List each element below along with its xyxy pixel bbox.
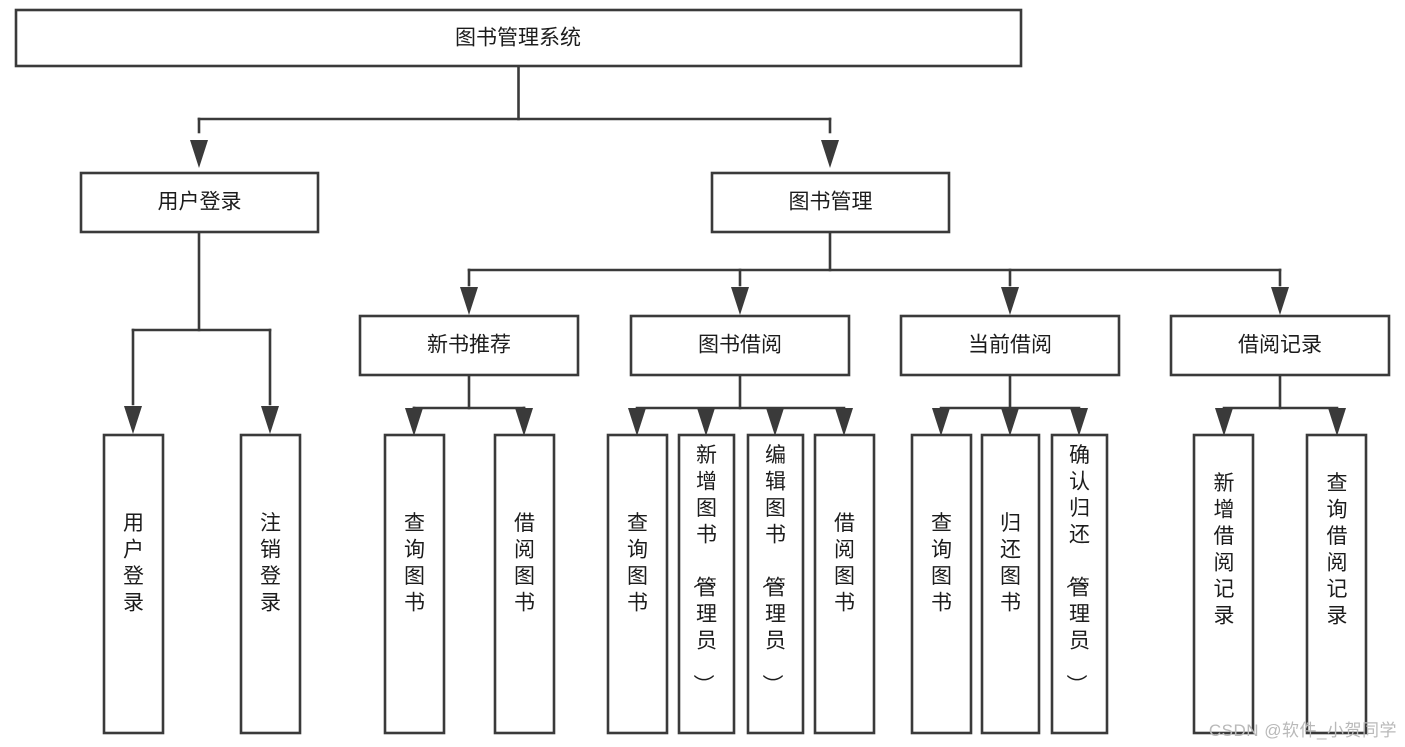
arrow-to-leaf-query-record: [1328, 408, 1346, 436]
node-leaf-add-record[interactable]: 新增借阅记录: [1192, 433, 1255, 735]
node-leaf-query-book-2[interactable]: 查询图书: [606, 433, 669, 735]
node-leaf-add-book-box[interactable]: [677, 433, 736, 735]
node-leaf-query-record[interactable]: 查询借阅记录: [1305, 433, 1368, 735]
node-book-management-box[interactable]: [710, 171, 951, 234]
node-leaf-borrow-book-2[interactable]: 借阅图书: [813, 433, 876, 735]
node-leaf-query-book-2-box[interactable]: [606, 433, 669, 735]
node-leaf-borrow-book-1-label: 借阅图书: [514, 512, 535, 615]
node-current-borrow-label: 当前借阅: [968, 334, 1052, 357]
arrow-to-leaf-logout-login: [261, 406, 279, 434]
node-leaf-user-login[interactable]: 用户登录: [102, 433, 165, 735]
node-leaf-user-login-box[interactable]: [102, 433, 165, 735]
node-root-label: 图书管理系统: [455, 27, 581, 50]
node-user-login[interactable]: 用户登录: [79, 171, 320, 234]
arrow-to-leaf-confirm-return: [1070, 408, 1088, 436]
node-leaf-query-book-3-box[interactable]: [910, 433, 973, 735]
node-current-borrow[interactable]: 当前借阅: [899, 314, 1121, 377]
node-borrow-record-label: 借阅记录: [1238, 334, 1322, 357]
arrow-to-current-borrow: [1001, 287, 1019, 315]
node-leaf-borrow-book-1[interactable]: 借阅图书: [493, 433, 556, 735]
node-leaf-confirm-return-label: 确认归还（管理员）: [1064, 444, 1090, 695]
node-book-borrow[interactable]: 图书借阅: [629, 314, 851, 377]
node-leaf-add-record-box[interactable]: [1192, 433, 1255, 735]
node-leaf-user-login-label: 用户登录: [123, 512, 144, 615]
node-leaf-add-record-label: 新增借阅记录: [1214, 472, 1235, 628]
node-leaf-logout-login-label: 注销登录: [260, 512, 281, 615]
node-leaf-return-book-label: 归还图书: [1000, 512, 1021, 615]
node-leaf-logout-login[interactable]: 注销登录: [239, 433, 302, 735]
node-leaf-return-book[interactable]: 归还图书: [980, 433, 1041, 735]
connector-layer: [124, 64, 1346, 436]
node-leaf-borrow-book-2-label: 借阅图书: [834, 512, 855, 615]
node-user-login-label: 用户登录: [158, 191, 242, 214]
node-leaf-edit-book-label: 编辑图书（管理员）: [760, 444, 786, 695]
node-current-borrow-box[interactable]: [899, 314, 1121, 377]
node-leaf-add-book-label: 新增图书（管理员）: [691, 444, 717, 695]
arrow-to-book-management: [821, 140, 839, 168]
node-leaf-borrow-book-2-box[interactable]: [813, 433, 876, 735]
node-leaf-query-book-3[interactable]: 查询图书: [910, 433, 973, 735]
node-user-login-box[interactable]: [79, 171, 320, 234]
arrow-to-leaf-query-book-1: [405, 408, 423, 436]
node-book-management[interactable]: 图书管理: [710, 171, 951, 234]
node-new-book-recommend-label: 新书推荐: [427, 334, 511, 357]
arrow-to-new-book-recommend: [460, 287, 478, 315]
node-book-borrow-label: 图书借阅: [698, 334, 782, 357]
node-book-borrow-box[interactable]: [629, 314, 851, 377]
node-leaf-borrow-book-1-box[interactable]: [493, 433, 556, 735]
arrow-to-borrow-record: [1271, 287, 1289, 315]
node-leaf-confirm-return-box[interactable]: [1050, 433, 1109, 735]
node-borrow-record-box[interactable]: [1169, 314, 1391, 377]
arrow-to-leaf-user-login: [124, 406, 142, 434]
arrow-to-leaf-borrow-book-2: [835, 408, 853, 436]
arrow-to-user-login: [190, 140, 208, 168]
node-leaf-return-book-box[interactable]: [980, 433, 1041, 735]
node-leaf-edit-book[interactable]: 编辑图书（管理员）: [746, 433, 805, 735]
arrow-to-leaf-borrow-book-1: [515, 408, 533, 436]
node-leaf-query-book-1-label: 查询图书: [404, 512, 425, 615]
arrow-to-leaf-edit-book: [766, 408, 784, 436]
arrow-to-leaf-add-record: [1215, 408, 1233, 436]
node-root[interactable]: 图书管理系统: [14, 8, 1023, 68]
node-leaf-confirm-return[interactable]: 确认归还（管理员）: [1050, 433, 1109, 735]
arrow-to-leaf-query-book-3: [932, 408, 950, 436]
node-root-box[interactable]: [14, 8, 1023, 68]
node-borrow-record[interactable]: 借阅记录: [1169, 314, 1391, 377]
node-new-book-recommend[interactable]: 新书推荐: [358, 314, 580, 377]
arrow-to-leaf-return-book: [1001, 408, 1019, 436]
node-book-management-label: 图书管理: [789, 191, 873, 214]
node-leaf-query-record-label: 查询借阅记录: [1327, 472, 1348, 628]
node-leaf-query-record-box[interactable]: [1305, 433, 1368, 735]
arrow-to-book-borrow: [731, 287, 749, 315]
node-leaf-query-book-2-label: 查询图书: [627, 512, 648, 615]
node-leaf-query-book-1-box[interactable]: [383, 433, 446, 735]
node-leaf-query-book-1[interactable]: 查询图书: [383, 433, 446, 735]
node-leaf-query-book-3-label: 查询图书: [931, 512, 952, 615]
arrow-to-leaf-add-book: [697, 408, 715, 436]
node-new-book-recommend-box[interactable]: [358, 314, 580, 377]
arrow-to-leaf-query-book-2: [628, 408, 646, 436]
node-leaf-add-book[interactable]: 新增图书（管理员）: [677, 433, 736, 735]
node-leaf-edit-book-box[interactable]: [746, 433, 805, 735]
node-leaf-logout-login-box[interactable]: [239, 433, 302, 735]
